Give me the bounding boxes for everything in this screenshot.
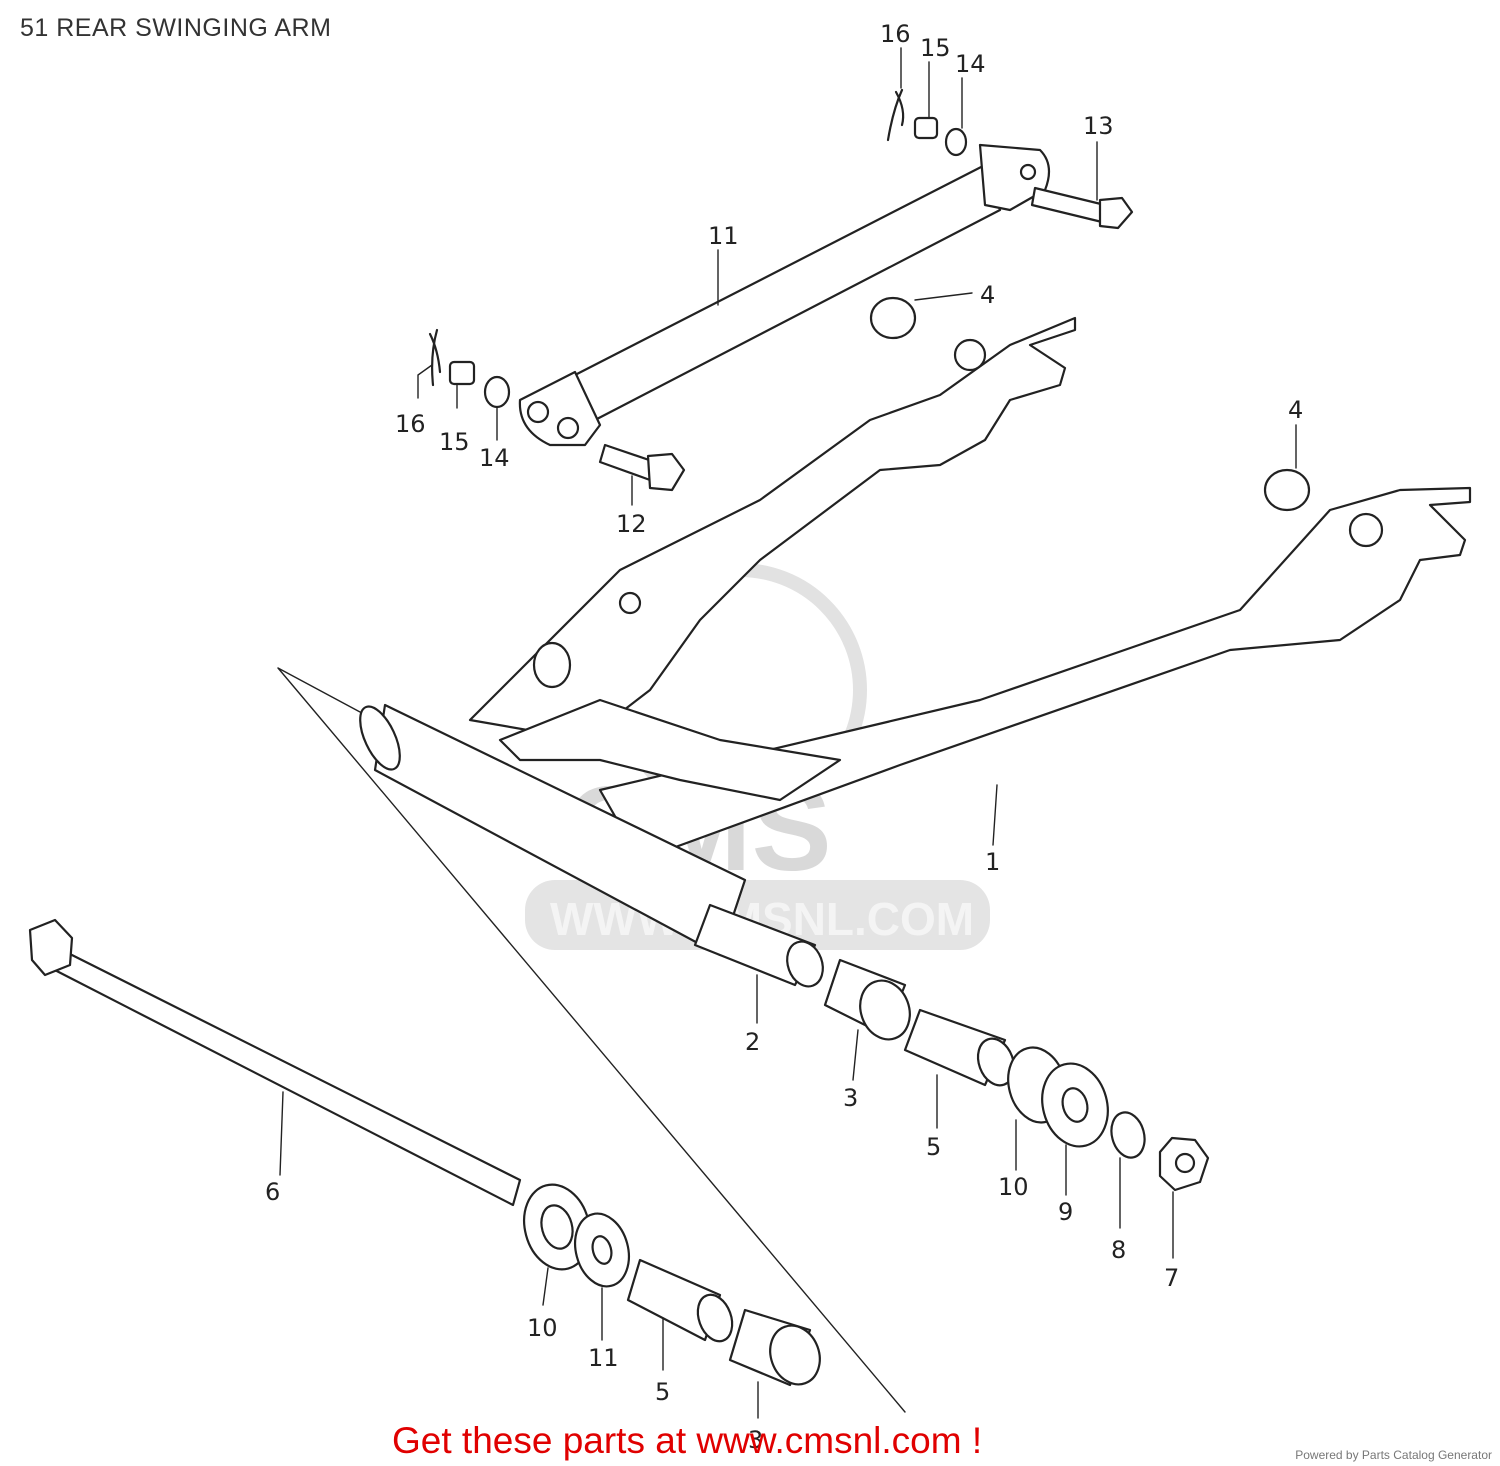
part-13-bolt bbox=[1030, 186, 1134, 230]
callout-14-lower: 14 bbox=[479, 444, 510, 472]
callout-8: 8 bbox=[1111, 1236, 1126, 1264]
part-5-spacer-upper bbox=[976, 1037, 1016, 1087]
callout-3-lower: 3 bbox=[748, 1426, 763, 1454]
callout-7: 7 bbox=[1164, 1264, 1179, 1292]
part-12-bolt bbox=[598, 443, 686, 492]
reference-line bbox=[277, 667, 906, 1413]
buy-parts-link[interactable]: Get these parts at www.cmsnl.com ! bbox=[392, 1420, 983, 1461]
callout-16-upper: 16 bbox=[880, 20, 911, 48]
callout-9: 9 bbox=[1058, 1198, 1073, 1226]
part-4-bushing-lower bbox=[1263, 468, 1311, 512]
part-11-link-bar bbox=[518, 143, 1051, 447]
callout-11-lower: 11 bbox=[588, 1344, 619, 1372]
leader-lines bbox=[279, 47, 1297, 1419]
callout-2: 2 bbox=[745, 1028, 760, 1056]
left-pivot-stack bbox=[523, 1183, 821, 1387]
callout-14-upper: 14 bbox=[955, 50, 986, 78]
callout-15-upper: 15 bbox=[920, 34, 951, 62]
part-4-bushing-upper bbox=[869, 296, 917, 340]
part-3-bearing-upper bbox=[859, 979, 911, 1041]
callout-10-lower: 10 bbox=[527, 1314, 558, 1342]
part-2-tube bbox=[693, 903, 824, 988]
callout-5-upper: 5 bbox=[926, 1133, 941, 1161]
callout-10-upper: 10 bbox=[998, 1173, 1029, 1201]
callout-1: 1 bbox=[985, 848, 1000, 876]
callout-4-lower: 4 bbox=[1288, 396, 1303, 424]
right-pivot-stack bbox=[823, 958, 1210, 1192]
part-5-spacer-lower bbox=[696, 1293, 734, 1343]
powered-by-text: Powered by Parts Catalog Generator bbox=[1295, 1448, 1492, 1462]
callout-6: 6 bbox=[265, 1178, 280, 1206]
callout-13: 13 bbox=[1083, 112, 1114, 140]
callouts: 16 15 14 13 11 4 16 15 14 12 4 1 2 3 5 1… bbox=[265, 20, 1303, 1454]
callout-3-upper: 3 bbox=[843, 1084, 858, 1112]
callout-4-upper: 4 bbox=[980, 281, 995, 309]
callout-11-upper: 11 bbox=[708, 222, 739, 250]
callout-15-lower: 15 bbox=[439, 428, 470, 456]
part-3-bearing-lower bbox=[769, 1324, 821, 1386]
part-1-swinging-arm bbox=[359, 316, 1472, 957]
callout-16-lower: 16 bbox=[395, 410, 426, 438]
upper-hardware bbox=[428, 88, 968, 409]
part-6-pivot-bolt bbox=[28, 918, 522, 1207]
page-title: 51 REAR SWINGING ARM bbox=[20, 14, 332, 42]
part-8-washer bbox=[1110, 1111, 1146, 1159]
callout-5-lower: 5 bbox=[655, 1378, 670, 1406]
callout-12: 12 bbox=[616, 510, 647, 538]
